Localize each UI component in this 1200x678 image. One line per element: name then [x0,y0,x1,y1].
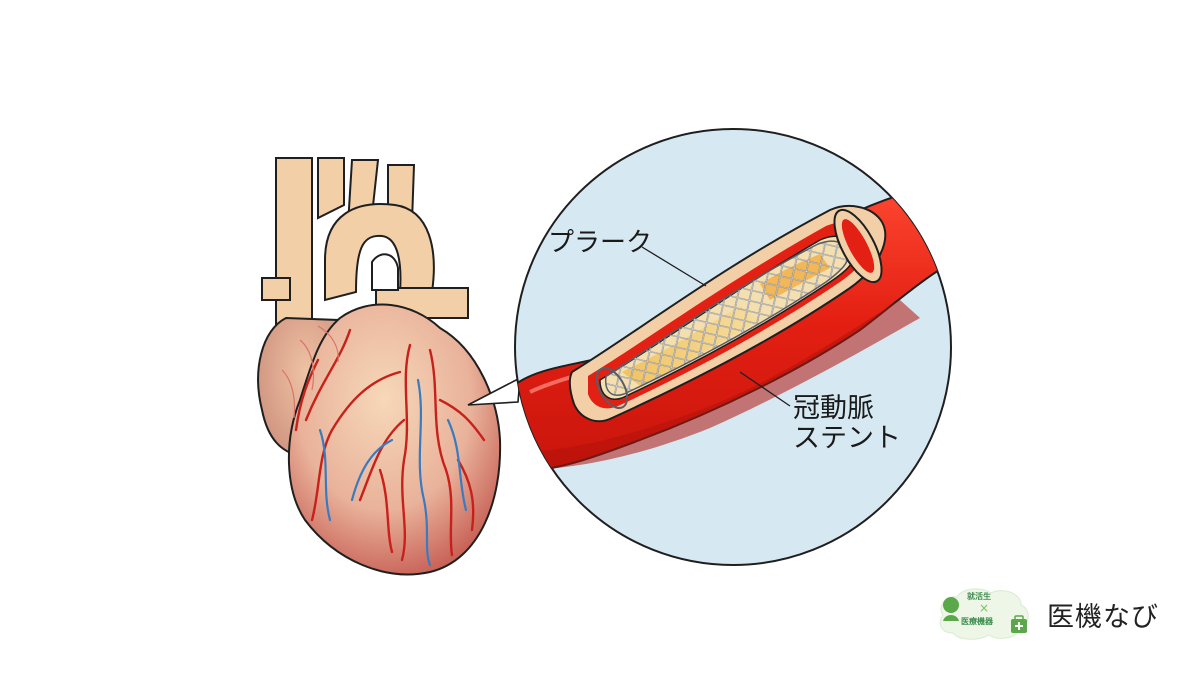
logo: 就活生 × 医療機器 医機なび [935,585,1185,645]
magnifier-circle [514,128,952,566]
person-icon [943,597,959,613]
great-vessels [261,157,469,331]
medical-kit-icon [1011,615,1027,633]
logo-badge-cross: × [979,601,990,615]
coronary-stent [604,240,850,396]
logo-badge [939,588,1029,640]
logo-name: 医機なび [1047,602,1159,633]
logo-badge-line1: 就活生 [967,592,991,601]
coronary-arteries [294,328,486,562]
plaque-leader [641,246,707,287]
heart-ventricle [287,303,502,576]
stent-leader [739,371,791,407]
coronary-veins [318,378,468,567]
logo-badge-line2: 医療機器 [961,617,993,626]
stent-label-line1: 冠動脈 [793,393,874,424]
stent-label-line2: ステント [793,423,901,454]
heart [257,157,502,576]
plaque-label: プラーク [548,228,653,258]
